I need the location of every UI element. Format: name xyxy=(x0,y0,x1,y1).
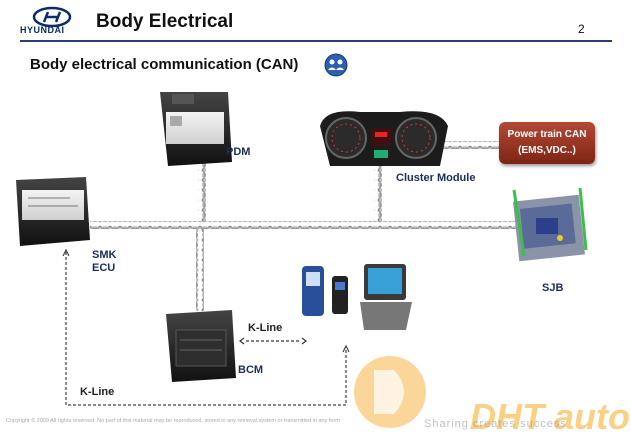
section-subtitle: Body electrical communication (CAN) xyxy=(30,56,299,73)
powertrain-can-title: Power train CAN xyxy=(507,129,587,140)
hyundai-logo-icon xyxy=(32,6,72,28)
can-drop-cluster xyxy=(374,162,382,222)
diagnostic-laptop xyxy=(360,264,412,330)
page-number: 2 xyxy=(578,22,585,36)
cluster-module xyxy=(320,111,448,166)
page-title: Body Electrical xyxy=(96,11,234,32)
watermark-slogan: Sharing creates success xyxy=(424,418,567,430)
can-link-powertrain xyxy=(418,141,500,149)
label-sjb: SJB xyxy=(542,282,564,294)
group-people-icon[interactable] xyxy=(324,53,348,77)
watermark-logo-text: DHT auto xyxy=(470,396,630,435)
pdm-module xyxy=(160,92,232,166)
label-kline-bcm: K-Line xyxy=(248,322,283,334)
diagnostic-scanner xyxy=(302,266,348,316)
label-kline-bottom: K-Line xyxy=(80,386,115,398)
can-drop-bcm xyxy=(196,229,204,311)
label-bcm: BCM xyxy=(238,364,264,376)
can-bus-main xyxy=(90,221,530,229)
powertrain-can-box: Power train CAN (EMS,VDC..) xyxy=(499,122,595,164)
label-cluster-module: Cluster Module xyxy=(396,172,476,184)
copyright-notice: Copyright © 2009 All rights reserved. No… xyxy=(6,418,340,424)
brand-name: HYUNDAI xyxy=(20,25,65,35)
label-smk: SMK xyxy=(92,249,117,261)
label-smk-ecu: SMK ECU xyxy=(92,249,116,275)
header-divider xyxy=(20,40,612,42)
can-drop-pdm xyxy=(198,160,206,222)
label-ecu: ECU xyxy=(92,262,116,274)
bcm-module xyxy=(166,310,236,382)
smk-ecu-module xyxy=(16,177,90,246)
powertrain-can-detail: (EMS,VDC..) xyxy=(518,145,576,156)
label-pdm: PDM xyxy=(226,146,251,158)
watermark-emblem xyxy=(354,356,426,428)
sjb-module xyxy=(512,187,588,262)
